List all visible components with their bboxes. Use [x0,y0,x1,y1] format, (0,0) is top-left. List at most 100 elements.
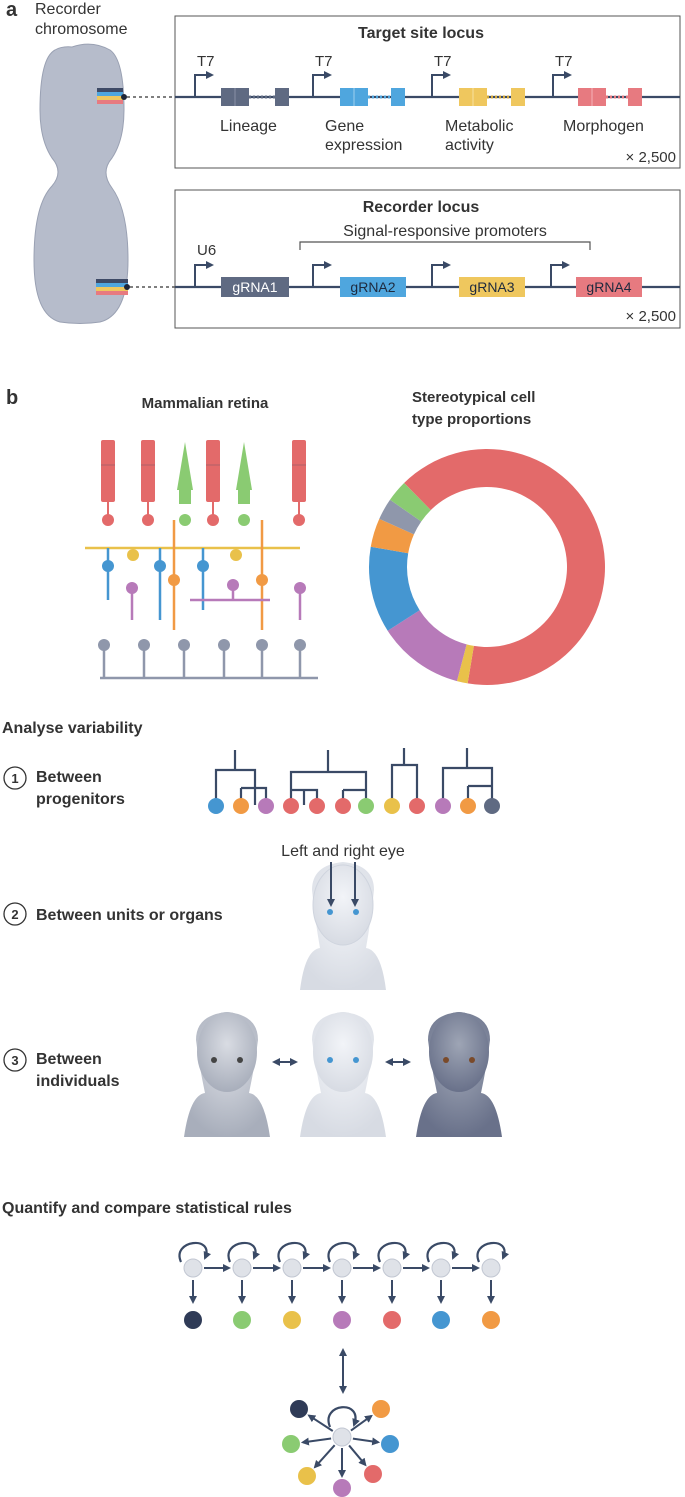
progenitor-state [332,1427,352,1447]
progenitor-state [382,1258,402,1278]
promoter-t7-label: T7 [197,53,215,70]
promoter-t7-label: T7 [315,53,333,70]
step-3-number: 3 [11,1053,18,1068]
fate-cell [372,1400,390,1418]
grna4-label: gRNA4 [586,279,631,295]
grna3-label: gRNA3 [469,279,514,295]
self-loop-arrow [327,1406,360,1428]
fate-cell [364,1465,382,1483]
self-loop-arrow [227,1242,261,1263]
donut-slice [379,499,422,535]
target-locus-title: Target site locus [358,25,484,42]
label-morphogen: Morphogen [563,118,644,135]
target-unit-lineage: T7 [194,53,289,106]
promoter-t7-label: T7 [434,53,452,70]
analyse-title: Analyse variability [2,720,143,737]
step-1: 1 Between progenitors [3,766,125,808]
head-individual-2 [300,1012,386,1137]
head-illustration-single [300,862,386,990]
donut-slice [390,483,431,522]
fate-arrow [352,1437,381,1446]
label-metabolic: Metabolic [445,118,513,135]
donut-slice [387,610,467,682]
donut-title-line1: Stereotypical cell [412,389,535,406]
target-unit-gene-expression: T7 [312,53,405,106]
step-3-label-line1: Between [36,1051,102,1068]
retina-illustration [85,440,318,680]
fate-cell [333,1311,351,1329]
progenitor-state [481,1258,501,1278]
target-unit-metabolic: T7 [431,53,525,106]
chromosome-label-line1: Recorder [35,1,101,18]
panel-b-letter: b [6,387,18,409]
donut-slice [370,518,414,554]
step-1-label-line2: progenitors [36,791,125,808]
progenitor-state [282,1258,302,1278]
grna1-box: gRNA1 [221,277,289,297]
self-loop-arrow [377,1242,411,1263]
step-1-number: 1 [11,771,18,786]
self-loop-arrow [178,1242,212,1263]
donut-title-line2: type proportions [412,411,531,428]
step-3-label-line2: individuals [36,1073,120,1090]
fate-cell [233,1311,251,1329]
fate-cell [298,1467,316,1485]
self-loop-arrow [277,1242,311,1263]
fate-cell [482,1311,500,1329]
grna3-box: gRNA3 [459,277,525,297]
progenitor-state [232,1258,252,1278]
label-lineage: Lineage [220,118,277,135]
step-1-label-line1: Between [36,769,102,786]
label-expression: expression [325,137,402,154]
target-count: × 2,500 [626,149,676,166]
self-loop-arrow [426,1242,460,1263]
progenitor-state [431,1258,451,1278]
fate-cell [333,1479,351,1497]
fate-cell [381,1435,399,1453]
promoter-t7-label: T7 [555,53,573,70]
step-2: 2 Between units or organs [3,902,223,926]
cell-type-donut-chart [369,449,605,686]
fate-arrow [313,1444,336,1469]
state-transition-chain [178,1242,510,1329]
fate-cell [432,1311,450,1329]
self-loop-arrow [476,1242,510,1263]
fate-arrow [348,1444,367,1467]
progenitor-lineage-trees [214,748,494,805]
step-2-number: 2 [11,907,18,922]
grna4-box: gRNA4 [576,277,642,297]
progenitor-leaf-cells [208,798,500,814]
step-2-label: Between units or organs [36,907,223,924]
fate-cell [282,1435,300,1453]
head-individual-3 [416,1012,502,1137]
grna2-box: gRNA2 [340,277,406,297]
label-gene: Gene [325,118,364,135]
donut-slice [369,546,420,631]
fate-arrow [307,1414,334,1432]
grna1-label: gRNA1 [232,279,277,295]
progenitor-state [183,1258,203,1278]
self-loop-arrow [327,1242,361,1263]
recorder-locus-title: Recorder locus [363,199,480,216]
chromosome-label-line2: chromosome [35,21,128,38]
promoter-bracket [299,241,591,250]
step-3: 3 Between individuals [3,1048,120,1090]
fate-arrow [300,1437,332,1446]
grna2-label: gRNA2 [350,279,395,295]
eye-label: Left and right eye [281,843,405,860]
fate-cell [383,1311,401,1329]
fate-cell [283,1311,301,1329]
donut-slice [456,644,474,684]
recorder-count: × 2,500 [626,308,676,325]
target-locus-box [174,15,681,169]
progenitor-state [332,1258,352,1278]
chromosome-illustration [33,43,175,324]
head-individual-1 [184,1012,270,1137]
state-star-model [282,1400,399,1497]
quantify-title: Quantify and compare statistical rules [2,1200,292,1217]
promoter-u6-label: U6 [197,242,216,259]
donut-slice [404,449,605,686]
recorder-locus-box [174,189,681,329]
target-unit-morphogen: T7 [552,53,642,106]
